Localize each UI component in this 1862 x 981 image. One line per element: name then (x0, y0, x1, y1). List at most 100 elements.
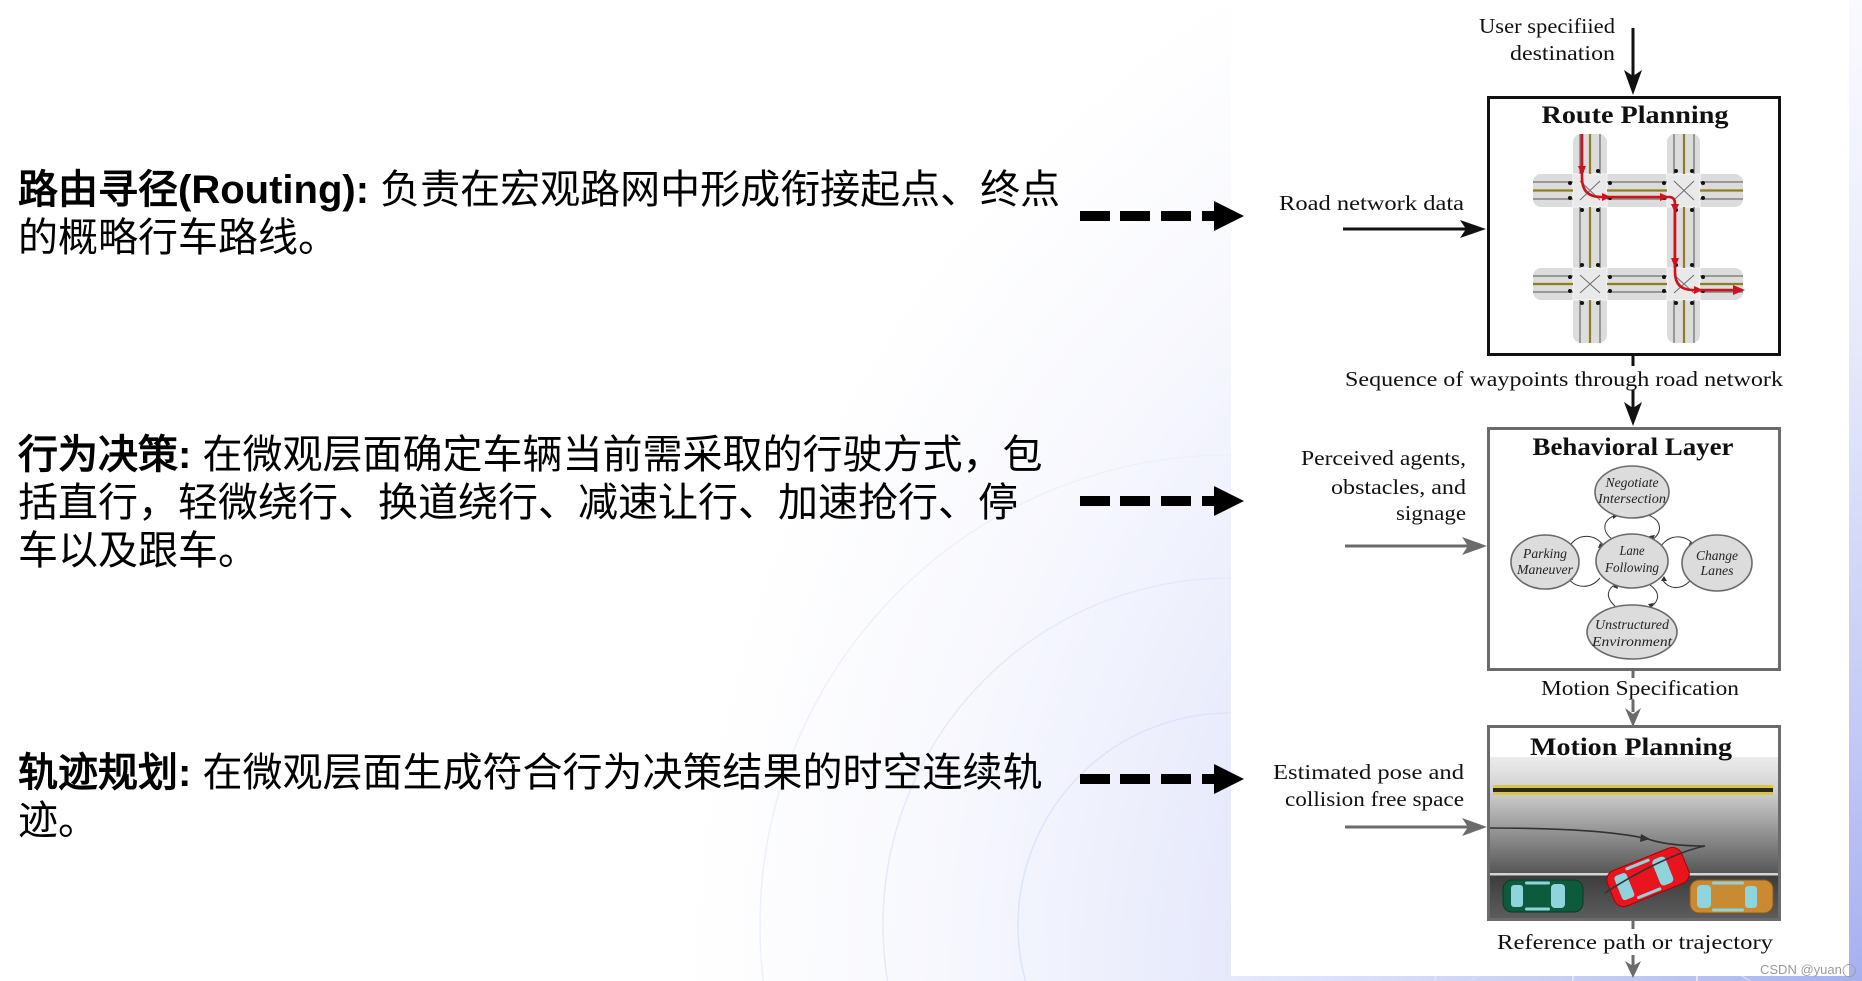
item-line: 的概略行车路线。 (18, 214, 1060, 262)
planned-route (1580, 134, 1736, 292)
transition-arc (1647, 514, 1660, 541)
item-text: 迹。 (18, 799, 98, 843)
dot (1662, 181, 1666, 185)
item-text: 的概略行车路线。 (18, 216, 338, 260)
dot (1674, 169, 1678, 173)
pose-input-label: collision free space (1285, 787, 1464, 811)
arrowhead-icon (1661, 576, 1667, 581)
state-label: Environment (1591, 635, 1673, 650)
state-label: Lanes (1700, 564, 1735, 579)
destination-label: destination (1510, 41, 1616, 65)
state-label: Parking (1522, 547, 1567, 562)
dot (1568, 181, 1572, 185)
arrow-down-icon (1625, 708, 1641, 727)
car-green-icon (1502, 879, 1584, 913)
dot (1568, 196, 1572, 200)
dashed-arrow-icon (1080, 201, 1244, 231)
car-window (1712, 908, 1744, 912)
arrowhead-icon (1648, 603, 1654, 608)
state-unstructured-environment (1586, 604, 1678, 660)
route-arrow-icon (1694, 286, 1703, 294)
state-label: Lane (1619, 544, 1645, 559)
perception-input-label: obstacles, and (1331, 475, 1467, 499)
car-window (1551, 884, 1565, 908)
destination-label: User specifiied (1479, 14, 1616, 38)
state-label: Unstructured (1595, 618, 1670, 633)
arrow-head (1214, 201, 1244, 231)
item-text: 车以及跟车。 (18, 529, 258, 573)
dash (1120, 496, 1150, 506)
state-change-lanes (1681, 534, 1753, 592)
dash (1080, 496, 1110, 506)
reference-trajectory (1489, 827, 1706, 894)
car-window (1614, 872, 1635, 901)
lane-lines (1533, 134, 1743, 343)
state-label: Intersection (1597, 492, 1666, 507)
arrow-right-icon (1462, 537, 1487, 555)
lane-line (1579, 134, 1601, 343)
dash (1080, 211, 1110, 221)
item-trajectory-planning: 轨迹规划: 在微观层面生成符合行为决策结果的时空连续轨 迹。 (18, 749, 1042, 845)
dash (1202, 774, 1216, 784)
road-network-map (1533, 134, 1745, 343)
arrow-right-icon (1462, 818, 1487, 836)
dot (1596, 208, 1600, 212)
car-window (1637, 887, 1662, 900)
dot (1568, 275, 1572, 279)
dash (1120, 211, 1150, 221)
dash (1202, 211, 1216, 221)
route-arrow-icon (1660, 193, 1669, 201)
arrow-head (1214, 486, 1244, 516)
state-negotiate-intersection (1594, 465, 1670, 519)
dash (1080, 774, 1110, 784)
dot (1662, 289, 1666, 293)
item-text: 在微观层面确定车辆当前需采取的行驶方式，包 (191, 433, 1043, 477)
arrow-down-icon (1625, 961, 1641, 978)
dot (1596, 263, 1600, 267)
pose-input-label: Estimated pose and (1273, 760, 1465, 784)
lane-line (1533, 181, 1743, 200)
item-text: 括直行，轻微绕行、换道绕行、减速让行、加速抢行、停 (18, 481, 1018, 525)
crossing (1673, 180, 1695, 201)
dot (1596, 301, 1600, 305)
dash (1161, 496, 1191, 506)
transition-arc (1660, 536, 1695, 547)
item-behavior-decision: 行为决策: 在微观层面确定车辆当前需采取的行驶方式，包 括直行，轻微绕行、换道绕… (18, 431, 1042, 575)
transition-arc (1570, 535, 1605, 547)
dot (1580, 263, 1584, 267)
transition-arc (1649, 584, 1659, 608)
state-label: Change (1696, 549, 1738, 564)
car-window (1697, 885, 1711, 908)
center-line-dark (1493, 788, 1773, 792)
car-window (1745, 886, 1757, 908)
dot (1608, 289, 1612, 293)
arrow-head (1214, 764, 1244, 794)
car-window (1511, 885, 1523, 907)
dot (1690, 169, 1694, 173)
dot (1701, 275, 1705, 279)
car-window (1525, 881, 1550, 885)
item-line: 括直行，轻微绕行、换道绕行、减速让行、加速抢行、停 (18, 479, 1042, 527)
dot (1596, 169, 1600, 173)
route-arrow-icon (1671, 204, 1679, 213)
behavioral-layer-title: Behavioral Layer (1533, 434, 1734, 461)
dot (1690, 208, 1694, 212)
dot (1701, 181, 1705, 185)
item-routing: 路由寻径(Routing): 负责在宏观路网中形成衔接起点、终点 的概略行车路线… (18, 166, 1060, 262)
intersections (1572, 173, 1701, 301)
dot (1674, 301, 1678, 305)
car-window (1525, 907, 1550, 911)
dot (1608, 181, 1612, 185)
item-title: 行为决策: (18, 433, 192, 477)
dot (1690, 263, 1694, 267)
route-planning-title: Route Planning (1542, 102, 1730, 129)
perception-input-label: Perceived agents, (1301, 446, 1466, 470)
dashed-arrow-icon (1080, 764, 1244, 794)
state-lane-following (1595, 533, 1669, 589)
dot (1701, 196, 1705, 200)
dot (1580, 301, 1584, 305)
route-arrow-icon (1602, 193, 1611, 201)
item-text: 在微观层面生成符合行为决策结果的时空连续轨 (191, 751, 1043, 795)
arrow-down-icon (1624, 402, 1642, 426)
dot (1580, 208, 1584, 212)
